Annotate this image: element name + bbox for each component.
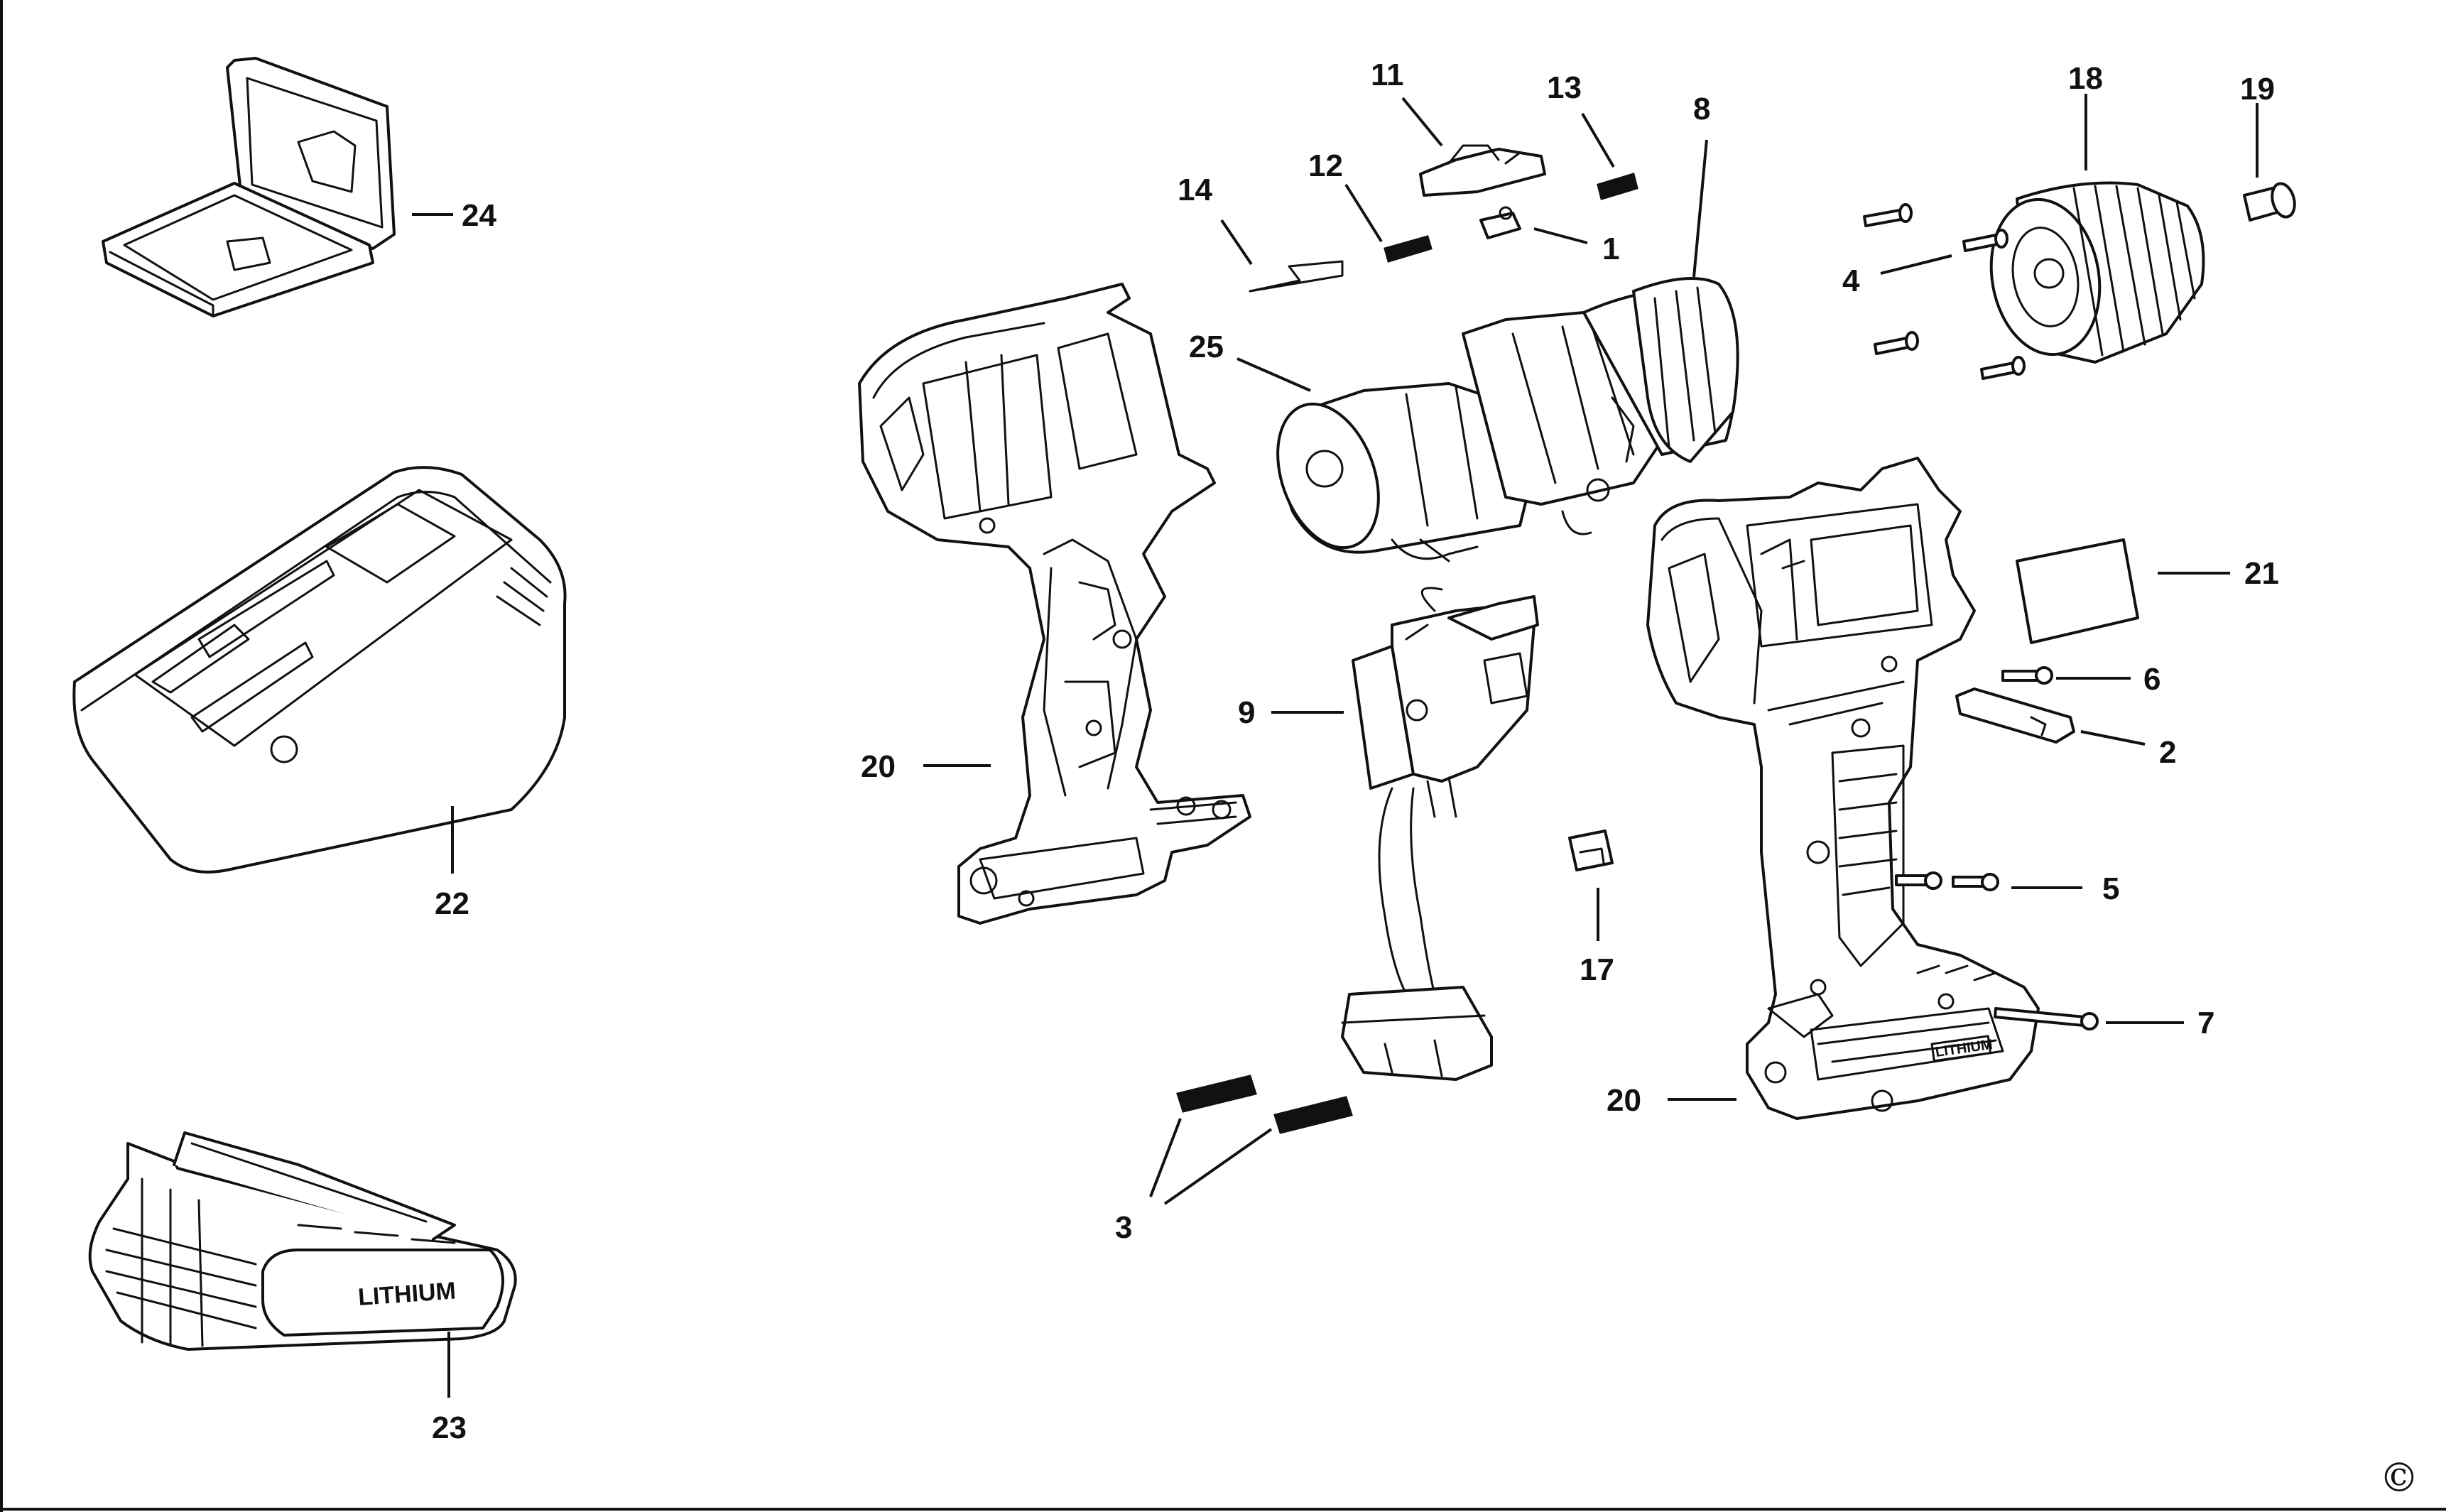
callout-label-9: 9 [1238,695,1255,730]
part-1-switch-actuator [1479,206,1521,239]
callout-label-4: 4 [1842,263,1860,298]
callout-9: 9 [1238,695,1344,730]
screw-4a [1863,203,1913,227]
callout-label-22: 22 [435,886,469,921]
part-17-clip [1568,830,1614,871]
part-25-motor-gearbox [1276,277,1739,562]
screw-5a [1895,871,1942,890]
callout-20-left: 20 [861,749,991,784]
part-4-screws [1863,203,2026,380]
callout-label-17: 17 [1580,952,1614,987]
part-20-right-housing: LITHIUM [1646,457,2040,1120]
callout-label-20-left: 20 [861,749,896,784]
part-7-long-screw [1994,1007,2099,1030]
callout-label-12: 12 [1308,148,1343,183]
screw-5b [1952,873,1999,891]
callout-label-1: 1 [1602,232,1619,266]
screw-4d [1980,356,2026,380]
callout-label-5: 5 [2102,871,2119,906]
callout-20-right: 20 [1607,1083,1736,1118]
part-3-brushes [1176,1075,1353,1134]
callout-14: 14 [1178,173,1253,266]
callout-25: 25 [1189,330,1311,392]
callout-17: 17 [1580,888,1614,987]
callout-label-11: 11 [1371,58,1404,92]
part-19-chuck-screw [2243,182,2296,222]
callout-label-18: 18 [2068,61,2103,96]
callout-21: 21 [2158,556,2279,591]
screw-4c [1874,331,1919,355]
callout-label-19: 19 [2240,72,2275,107]
callout-22: 22 [435,806,469,921]
part-6-screw [2001,666,2053,685]
callout-label-2: 2 [2159,735,2176,770]
part-2-direction-switch [1955,687,2075,744]
callout-24: 24 [412,198,496,233]
callout-label-24: 24 [462,198,496,233]
callout-label-13: 13 [1547,70,1582,105]
callout-label-6: 6 [2143,662,2160,697]
callout-label-14: 14 [1178,173,1212,207]
callout-label-3: 3 [1115,1210,1132,1245]
part-20-left-housing [858,283,1251,925]
part-21-label [2016,538,2139,644]
callout-2: 2 [2080,730,2176,770]
part-9-trigger-switch [1341,587,1539,1081]
part-12-spring [1384,235,1433,263]
callout-13: 13 [1547,70,1615,168]
callout-8: 8 [1692,92,1710,278]
callout-23: 23 [432,1332,467,1445]
callout-11: 11 [1371,58,1443,147]
callout-label-23: 23 [432,1410,467,1445]
part-22-charger [72,466,567,874]
callout-6: 6 [2056,662,2160,697]
part-5-screws [1895,871,1999,891]
callout-18: 18 [2068,61,2103,170]
part-23-battery: LITHIUM [88,1131,517,1351]
part-24-carry-case [102,57,396,317]
part-14-spring-clip [1249,260,1344,293]
callout-label-8: 8 [1693,92,1710,126]
callout-label-25: 25 [1189,330,1224,364]
callout-label-7: 7 [2197,1006,2214,1040]
callout-7: 7 [2106,1006,2214,1040]
callout-5: 5 [2011,871,2119,906]
part-11-switch-slider [1419,144,1546,197]
callout-label-21: 21 [2244,556,2279,591]
part-13-spring [1597,173,1638,200]
copyright-mark: © [2379,1455,2419,1501]
callout-label-20-right: 20 [1607,1083,1641,1118]
callout-4: 4 [1842,254,1952,298]
part-18-keyless-chuck [1989,181,2205,364]
callout-19: 19 [2240,72,2275,178]
screw-4b [1962,229,2009,252]
callout-3: 3 [1115,1118,1273,1245]
callout-12: 12 [1308,148,1383,243]
callout-1: 1 [1533,227,1619,266]
